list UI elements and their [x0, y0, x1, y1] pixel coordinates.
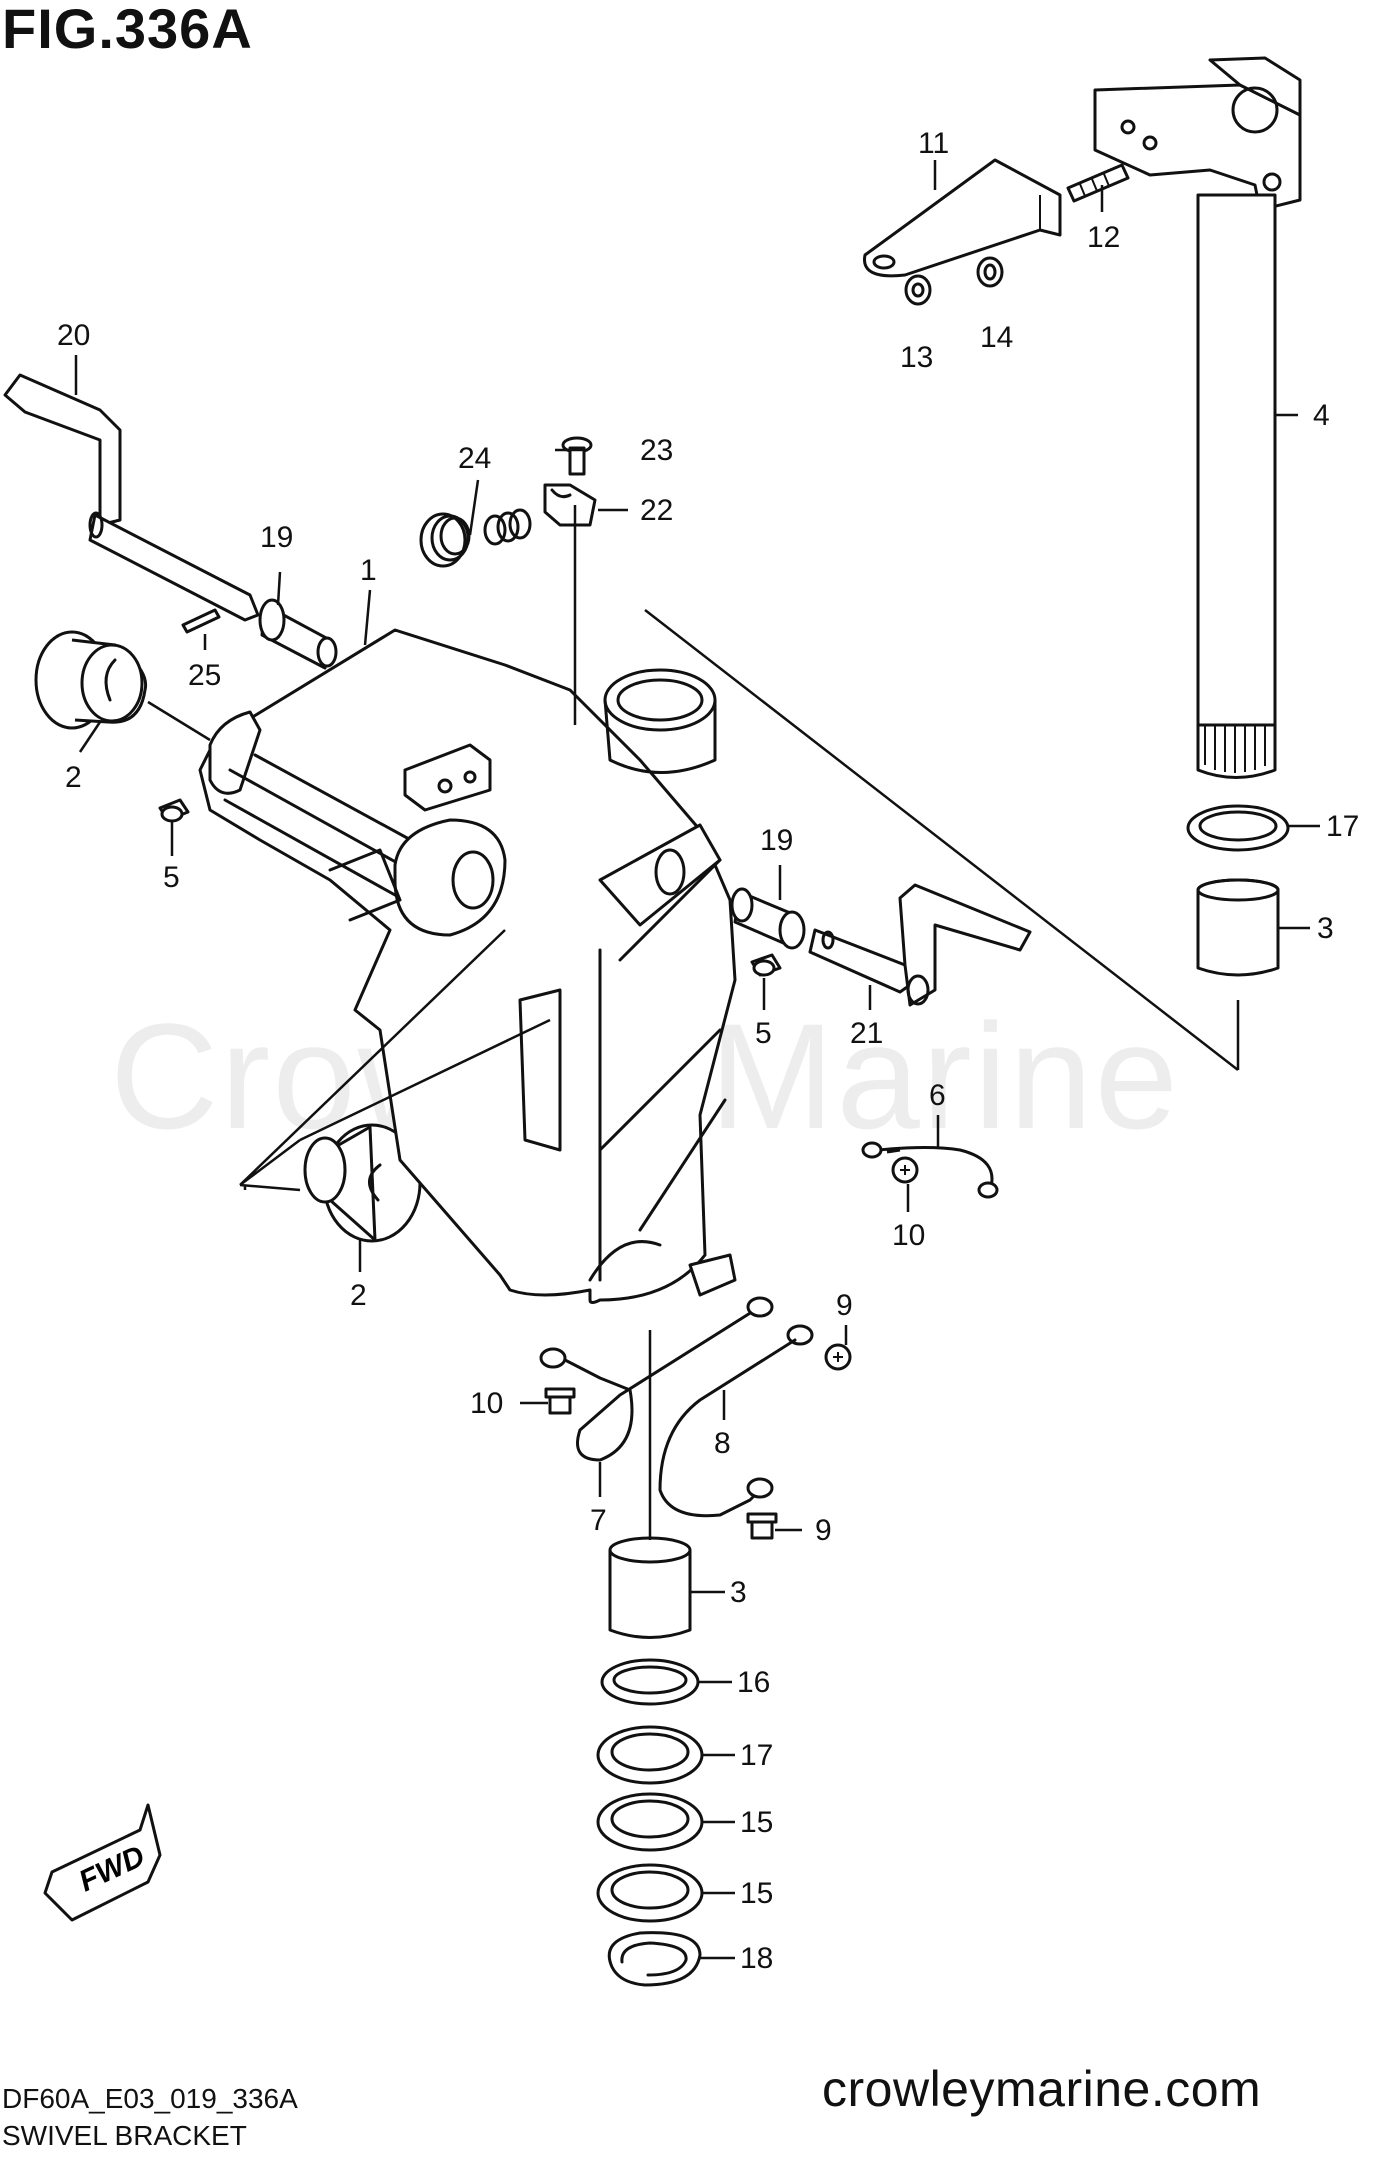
- callout-17-upper: 17: [1326, 810, 1359, 843]
- callout-10-lower: 10: [470, 1387, 503, 1420]
- ground-wire-part-7[interactable]: [539, 1296, 774, 1462]
- callout-5-left: 5: [163, 861, 180, 894]
- assembly-name: SWIVEL BRACKET: [2, 2120, 247, 2151]
- callout-1: 1: [360, 554, 377, 587]
- cap-plug-part-2-upper[interactable]: [34, 630, 148, 730]
- callout-8: 8: [714, 1427, 731, 1460]
- pin-part-25[interactable]: [181, 608, 221, 634]
- callout-17-lower: 17: [740, 1739, 773, 1772]
- steering-bracket-part-11[interactable]: [863, 158, 1062, 278]
- callout-13: 13: [900, 341, 933, 374]
- washer-part-15-lower[interactable]: [596, 1863, 704, 1923]
- callout-19-right: 19: [760, 824, 793, 857]
- bolt-part-9-lower[interactable]: [746, 1512, 778, 1540]
- bolt-part-12[interactable]: [1066, 163, 1130, 203]
- bushing-part-3-upper[interactable]: [1196, 878, 1280, 977]
- callout-25: 25: [188, 659, 221, 692]
- tilt-lever-part-20[interactable]: [3, 373, 260, 622]
- bushing-part-19-right[interactable]: [730, 887, 806, 950]
- callout-16: 16: [737, 1666, 770, 1699]
- callout-23: 23: [640, 434, 673, 467]
- ground-wire-part-8[interactable]: [658, 1324, 814, 1518]
- callout-6: 6: [929, 1079, 946, 1112]
- callout-12: 12: [1087, 221, 1120, 254]
- callout-labels: 11 12 13 14 4 20 23 24 22 19 1 25 2 5 17…: [57, 127, 1359, 1975]
- steering-shaft-part[interactable]: [1093, 56, 1302, 779]
- callout-15-lower: 15: [740, 1877, 773, 1910]
- leader-lines: [74, 160, 1320, 1960]
- callout-20: 20: [57, 319, 90, 352]
- callout-3-lower: 3: [730, 1576, 747, 1609]
- callout-11: 11: [918, 127, 949, 160]
- washer-part-17-upper[interactable]: [1186, 804, 1290, 852]
- callout-10-upper: 10: [892, 1219, 925, 1252]
- spring-part-24[interactable]: [419, 508, 532, 568]
- washer-part-16[interactable]: [600, 1658, 700, 1706]
- bushing-part-19-left[interactable]: [258, 598, 338, 670]
- bushing-part-3-lower[interactable]: [608, 1536, 692, 1639]
- callout-9-lower: 9: [815, 1514, 832, 1547]
- snap-ring-part-18[interactable]: [607, 1931, 702, 1987]
- grease-nipple-part-5-left[interactable]: [158, 798, 190, 823]
- callout-4: 4: [1313, 399, 1330, 432]
- drawing-code: DF60A_E03_019_336A: [2, 2083, 298, 2114]
- cap-plug-part-2-lower[interactable]: [303, 1123, 422, 1243]
- callout-22: 22: [640, 494, 673, 527]
- bolt-part-10-upper[interactable]: [891, 1156, 919, 1184]
- bolt-part-10-lower[interactable]: [544, 1387, 576, 1415]
- callout-7: 7: [590, 1504, 607, 1537]
- website-label: crowleymarine.com: [822, 2061, 1262, 2117]
- callout-21: 21: [850, 1017, 883, 1050]
- washer-part-15-upper[interactable]: [596, 1792, 704, 1852]
- bolt-part-23[interactable]: [561, 436, 593, 476]
- ground-wire-part-6[interactable]: [861, 1141, 999, 1199]
- figure-title: FIG.336A: [2, 0, 253, 60]
- callout-24: 24: [458, 442, 491, 475]
- callout-5-right: 5: [755, 1017, 772, 1050]
- bolt-part-9-upper[interactable]: [824, 1343, 852, 1371]
- callout-15-upper: 15: [740, 1806, 773, 1839]
- callout-19-left: 19: [260, 521, 293, 554]
- callout-3-upper: 3: [1317, 912, 1334, 945]
- callout-18: 18: [740, 1942, 773, 1975]
- callout-14: 14: [980, 321, 1013, 354]
- grease-nipple-part-5-right[interactable]: [750, 953, 782, 977]
- clip-part-22[interactable]: [543, 483, 597, 527]
- washer-part-14[interactable]: [976, 256, 1004, 288]
- forward-arrow-icon: FWD: [43, 1803, 162, 1922]
- callout-9-upper: 9: [836, 1289, 853, 1322]
- washer-part-17-lower[interactable]: [596, 1725, 704, 1785]
- nut-part-13[interactable]: [904, 274, 932, 306]
- tilt-lever-part-21[interactable]: [808, 883, 1032, 1007]
- callout-2-upper: 2: [65, 761, 82, 794]
- callout-2-lower: 2: [350, 1279, 367, 1312]
